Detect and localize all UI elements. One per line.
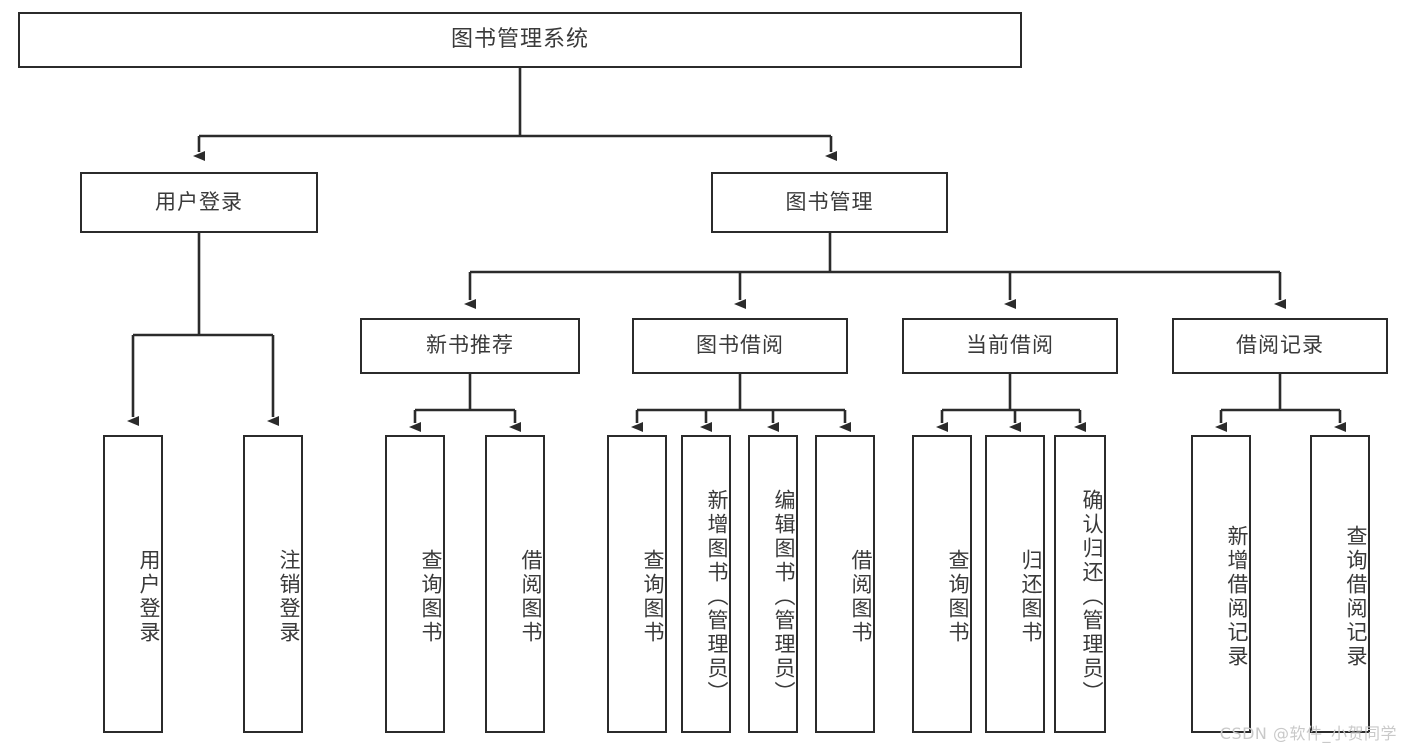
node-leaf-query-book-2-label: 查询图书 xyxy=(641,549,665,645)
node-leaf-query-record-label: 查询借阅记录 xyxy=(1344,525,1368,669)
node-leaf-borrow-book-1-label: 借阅图书 xyxy=(519,549,543,645)
watermark-text: CSDN @软件_小贺同学 xyxy=(1219,724,1397,743)
node-leaf-query-book-2[interactable]: 查询图书 xyxy=(607,435,667,733)
node-leaf-query-book-1[interactable]: 查询图书 xyxy=(385,435,445,733)
node-leaf-add-record-label: 新增借阅记录 xyxy=(1225,525,1249,669)
node-root-label: 图书管理系统 xyxy=(450,26,589,52)
node-book-borrow-label: 图书借阅 xyxy=(696,333,784,358)
node-book-manage-label: 图书管理 xyxy=(785,189,874,214)
node-borrow-record[interactable]: 借阅记录 xyxy=(1172,318,1388,374)
node-leaf-add-record[interactable]: 新增借阅记录 xyxy=(1191,435,1251,733)
node-leaf-add-book-label: 新增图书（管理员） xyxy=(705,489,729,705)
node-leaf-confirm-return-label: 确认归还（管理员） xyxy=(1080,489,1104,705)
node-leaf-query-record[interactable]: 查询借阅记录 xyxy=(1310,435,1370,733)
node-leaf-borrow-book-1[interactable]: 借阅图书 xyxy=(485,435,545,733)
node-leaf-query-book-1-label: 查询图书 xyxy=(419,549,443,645)
node-current-borrow-label: 当前借阅 xyxy=(966,333,1054,358)
node-book-borrow[interactable]: 图书借阅 xyxy=(632,318,848,374)
node-book-manage[interactable]: 图书管理 xyxy=(711,172,948,233)
node-user-login[interactable]: 用户登录 xyxy=(80,172,318,233)
node-new-book-recommend-label: 新书推荐 xyxy=(426,333,514,358)
node-user-login-label: 用户登录 xyxy=(155,189,243,214)
node-leaf-return-book[interactable]: 归还图书 xyxy=(985,435,1045,733)
node-leaf-return-book-label: 归还图书 xyxy=(1019,549,1043,645)
node-leaf-logout[interactable]: 注销登录 xyxy=(243,435,303,733)
node-root[interactable]: 图书管理系统 xyxy=(18,12,1022,68)
node-leaf-query-book-3[interactable]: 查询图书 xyxy=(912,435,972,733)
node-leaf-borrow-book-2[interactable]: 借阅图书 xyxy=(815,435,875,733)
node-current-borrow[interactable]: 当前借阅 xyxy=(902,318,1118,374)
node-leaf-confirm-return[interactable]: 确认归还（管理员） xyxy=(1054,435,1106,733)
node-leaf-add-book[interactable]: 新增图书（管理员） xyxy=(681,435,731,733)
node-leaf-edit-book[interactable]: 编辑图书（管理员） xyxy=(748,435,798,733)
node-leaf-user-login[interactable]: 用户登录 xyxy=(103,435,163,733)
node-leaf-user-login-label: 用户登录 xyxy=(137,549,161,645)
node-new-book-recommend[interactable]: 新书推荐 xyxy=(360,318,580,374)
node-leaf-borrow-book-2-label: 借阅图书 xyxy=(849,549,873,645)
node-borrow-record-label: 借阅记录 xyxy=(1236,333,1324,358)
node-leaf-query-book-3-label: 查询图书 xyxy=(946,549,970,645)
node-leaf-logout-label: 注销登录 xyxy=(277,549,301,645)
node-leaf-edit-book-label: 编辑图书（管理员） xyxy=(772,489,796,705)
